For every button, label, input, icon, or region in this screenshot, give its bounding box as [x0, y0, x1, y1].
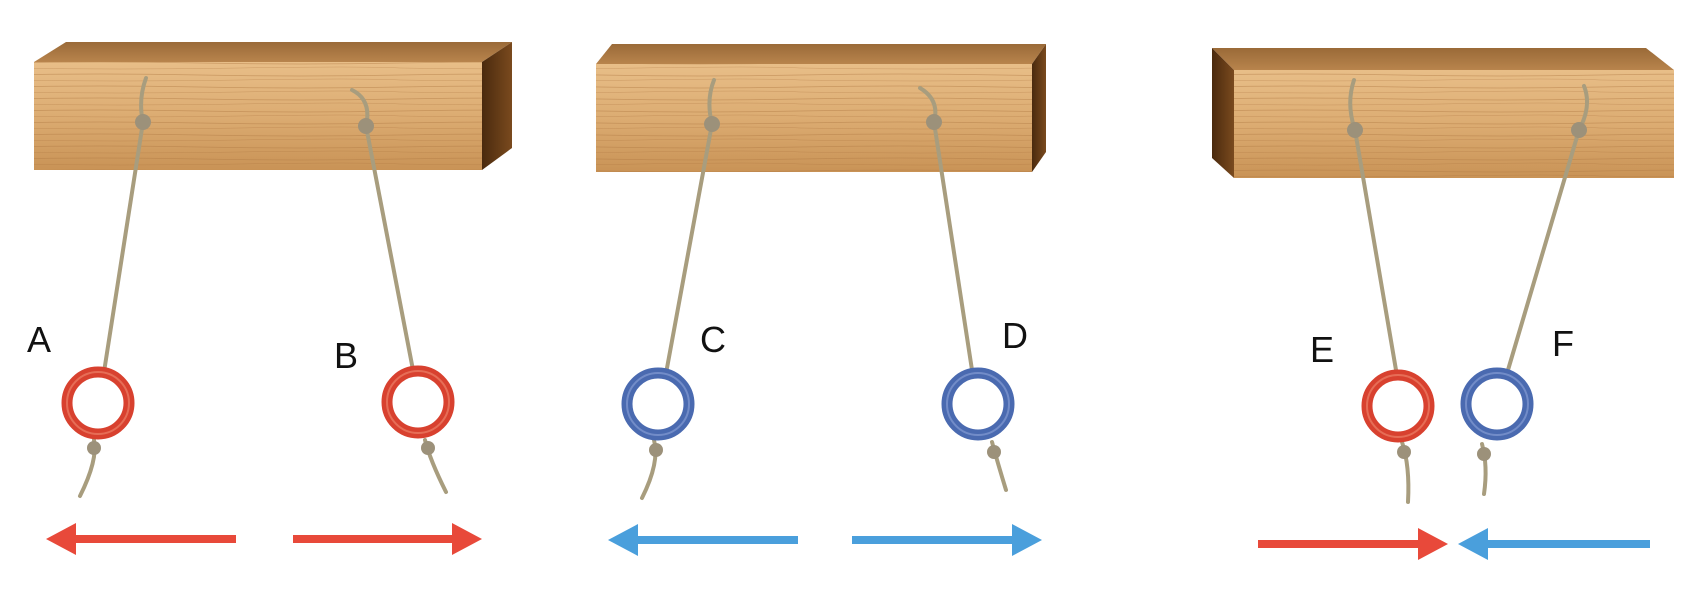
- ring-d: [941, 367, 1015, 441]
- wooden-beam: [1212, 48, 1674, 178]
- scene-like-red: A B: [27, 42, 512, 555]
- arrow-left-blue: [1458, 528, 1650, 560]
- wooden-beam: [596, 44, 1046, 172]
- arrow-left-red: [46, 523, 236, 555]
- ring-f: [1460, 367, 1534, 441]
- wooden-beam: [34, 42, 512, 170]
- knot-icon: [1347, 122, 1587, 461]
- label-c: C: [700, 319, 726, 360]
- arrow-right-blue: [852, 524, 1042, 556]
- arrow-left-blue: [608, 524, 798, 556]
- arrow-right-red: [293, 523, 482, 555]
- knot-icon: [649, 114, 1001, 459]
- label-d: D: [1002, 315, 1028, 356]
- label-f: F: [1552, 323, 1574, 364]
- label-b: B: [334, 335, 358, 376]
- scene-like-blue: C D: [596, 44, 1046, 556]
- knot-icon: [87, 114, 435, 455]
- ring-b: [381, 365, 455, 439]
- ring-e: [1361, 369, 1435, 443]
- arrow-right-red: [1258, 528, 1448, 560]
- ring-a: [61, 366, 135, 440]
- label-e: E: [1310, 329, 1334, 370]
- label-a: A: [27, 319, 51, 360]
- scene-opposite: E F: [1212, 48, 1674, 560]
- ring-c: [621, 367, 695, 441]
